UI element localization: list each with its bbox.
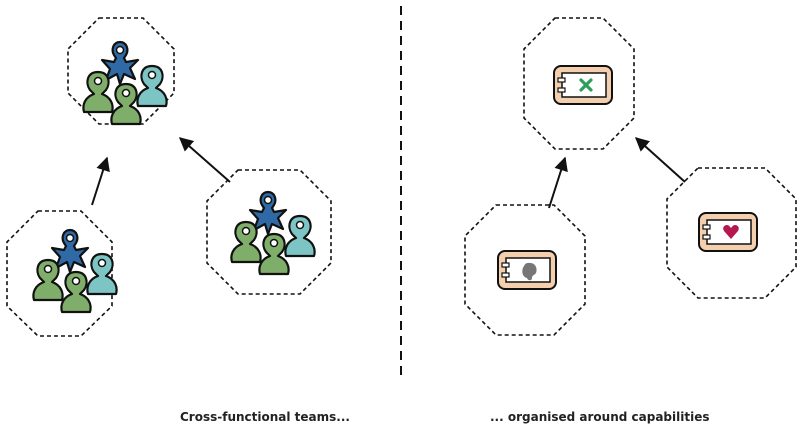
component-left-icon — [497, 250, 557, 290]
capability-boundary-right — [666, 167, 797, 299]
team-boundary-right — [206, 169, 332, 295]
component-right-icon — [698, 212, 758, 252]
arrow-left-to-top-cap — [548, 156, 568, 209]
caption-organised-around-capabilities: ... organised around capabilities — [490, 410, 710, 424]
arrow-right-to-top — [178, 137, 231, 183]
caption-cross-functional-teams: Cross-functional teams... — [180, 410, 350, 424]
capability-boundary-top — [523, 17, 635, 150]
component-top-icon — [553, 65, 613, 105]
arrow-right-to-top-cap — [634, 137, 686, 183]
team-top-icon — [83, 42, 166, 124]
team-right-icon — [231, 192, 314, 274]
capability-boundary-left — [464, 204, 586, 336]
x-mark-icon — [579, 78, 593, 92]
team-left-icon — [33, 230, 116, 312]
team-boundary-left — [6, 210, 113, 337]
heart-icon — [723, 225, 739, 239]
team-boundary-top — [67, 17, 175, 125]
blob-icon — [522, 262, 537, 281]
arrow-left-to-top — [91, 156, 110, 206]
